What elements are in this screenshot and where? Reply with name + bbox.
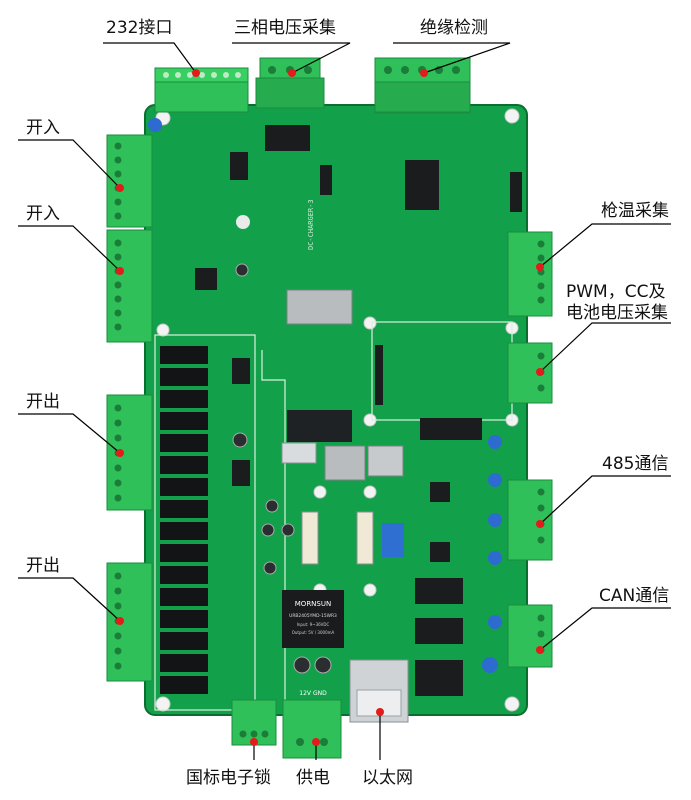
terminal-three-phase (255, 57, 325, 109)
module-input: Input: 9~36VDC (297, 622, 330, 627)
relay-column (160, 346, 208, 694)
module-output: Output: 5V / 3000mA (292, 630, 335, 635)
power-module: MORNSUN URB2405YMD-15WR3 Input: 9~36VDC … (282, 590, 344, 697)
terminal-485 (507, 479, 553, 561)
buzzer (236, 215, 250, 229)
sim-socket (281, 289, 404, 481)
label-pwm-line1: PWM，CC及 (566, 282, 666, 302)
label-ebl: 国标电子锁 (186, 768, 271, 788)
terminal-output-2 (106, 562, 153, 682)
terminal-ebl (231, 699, 277, 746)
terminal-gun-temp (507, 231, 553, 317)
label-gun-temp: 枪温采集 (601, 201, 669, 221)
ic-chips (195, 125, 522, 696)
terminal-input-1 (106, 134, 153, 228)
electrolytic-caps (232, 263, 332, 674)
terminal-power (282, 699, 342, 759)
terminal-output-1 (106, 394, 153, 511)
label-input-2: 开入 (26, 204, 60, 224)
label-ethernet: 以太网 (362, 768, 413, 788)
label-input-1: 开入 (26, 118, 60, 138)
label-output-2: 开出 (26, 556, 60, 576)
label-can: CAN通信 (599, 586, 670, 606)
module-model: URB2405YMD-15WR3 (289, 613, 337, 619)
label-three-phase: 三相电压采集 (234, 18, 336, 38)
terminal-pwm (507, 342, 553, 404)
power-terminal-marks: 12V GND (299, 690, 327, 697)
terminal-input-2 (106, 229, 153, 343)
silk-model: DC-CHARGER-3 (307, 199, 315, 250)
label-output-1: 开出 (26, 392, 60, 412)
label-rs485: 485通信 (602, 454, 669, 474)
terminal-insulation (374, 57, 471, 114)
module-brand: MORNSUN (295, 600, 331, 608)
capacitors (148, 118, 502, 673)
label-rs232: 232接口 (106, 18, 173, 38)
leader-dots (116, 69, 544, 746)
terminal-can (507, 604, 553, 668)
label-power: 供电 (296, 768, 330, 788)
label-pwm-line2: 电池电压采集 (566, 303, 668, 323)
flex-connectors (301, 511, 404, 565)
label-insulation: 绝缘检测 (420, 18, 488, 38)
terminal-232 (154, 67, 249, 113)
